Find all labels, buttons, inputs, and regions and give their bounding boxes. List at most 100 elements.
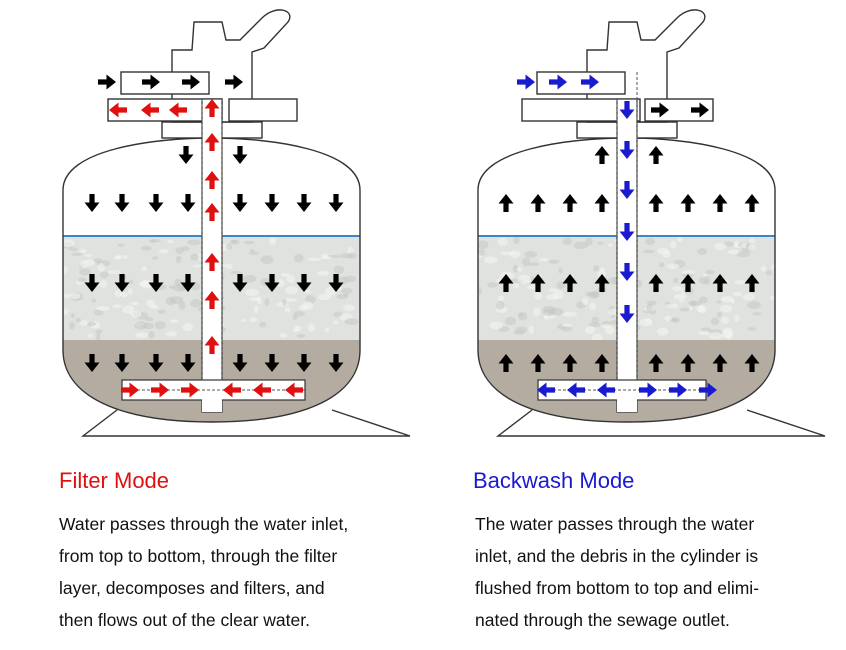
media-speckle [285,286,299,295]
media-speckle [662,249,671,258]
media-speckle [608,308,619,316]
media-speckle [741,242,747,249]
media-speckle [63,308,69,315]
media-speckle [248,251,260,255]
media-speckle [542,308,555,317]
media-speckle [719,304,733,313]
arrow-icon [648,274,664,292]
media-speckle [585,237,593,246]
media-speckle [673,293,687,300]
media-speckle [250,248,255,253]
media-speckle [697,248,707,255]
media-speckle [548,288,558,292]
arrow-icon [142,74,160,90]
arrow-icon [204,171,220,189]
media-speckle [296,333,306,339]
media-speckle [562,237,573,246]
media-speckle [245,288,260,297]
arrow-icon [648,194,664,212]
media-speckle [714,242,727,251]
media-speckle [242,274,257,283]
arrow-icon [744,274,760,292]
media-speckle [84,253,93,258]
media-speckle [127,288,133,296]
media-speckle [225,263,233,270]
arrow-icon [178,146,194,164]
arrow-icon [109,102,127,118]
pipe-joint [202,398,222,412]
media-speckle [226,243,233,251]
media-speckle [730,298,735,304]
arrow-icon [98,74,116,90]
media-speckle [276,279,285,288]
media-speckle [158,249,169,254]
media-speckle [533,307,541,317]
arrow-icon [84,274,100,292]
filter-tank-diagram [62,9,411,437]
media-speckle [78,320,89,326]
media-speckle [682,269,695,275]
arrow-icon [498,194,514,212]
media-speckle [70,312,75,319]
media-speckle [666,263,680,270]
media-speckle [589,302,596,311]
media-speckle [513,329,525,335]
media-speckle [483,256,498,264]
media-speckle [591,290,600,299]
arrow-icon [232,354,248,372]
media-speckle [144,317,154,322]
media-speckle [657,327,669,336]
arrow-icon [180,194,196,212]
media-speckle [230,271,243,275]
arrow-icon [148,274,164,292]
description-line: Water passes through the water inlet, [59,514,349,534]
media-speckle [68,321,75,330]
media-speckle [512,264,519,273]
media-speckle [734,280,747,285]
media-speckle [558,267,563,274]
media-speckle [294,253,304,263]
media-speckle [538,258,550,262]
valve-port [228,98,298,122]
media-speckle [504,316,517,326]
arrow-icon [581,74,599,90]
arrow-icon [537,382,555,398]
media-speckle [240,318,247,323]
description-line: inlet, and the debris in the cylinder is [475,546,759,566]
media-speckle [87,333,94,338]
filter-mode-description: Water passes through the water inlet, fr… [59,508,404,636]
media-speckle [548,259,560,264]
arrow-icon [530,274,546,292]
media-speckle [63,239,75,248]
media-speckle [79,268,91,276]
arrow-icon [121,382,139,398]
arrow-icon [619,305,635,323]
media-speckle [140,280,153,289]
media-speckle [688,300,702,306]
description-line: then flows out of the clear water. [59,610,310,630]
media-speckle [593,265,600,272]
media-speckle [673,277,679,284]
media-speckle [333,265,345,274]
media-speckle [582,298,589,306]
media-speckle [720,296,734,303]
media-speckle [154,321,166,330]
media-speckle [99,280,108,288]
arrow-icon [517,74,535,90]
media-speckle [254,305,259,314]
arrow-icon [232,146,248,164]
media-speckle [129,279,134,285]
media-speckle [249,317,258,323]
arrow-icon [223,382,241,398]
media-speckle [733,240,739,247]
media-speckle [672,285,682,292]
arrow-icon [296,354,312,372]
arrow-icon [498,274,514,292]
media-speckle [760,265,767,272]
media-speckle [716,300,722,304]
media-speckle [497,295,505,302]
arrow-icon [619,223,635,241]
media-speckle [528,325,534,334]
arrow-icon [567,382,585,398]
arrow-icon [328,354,344,372]
